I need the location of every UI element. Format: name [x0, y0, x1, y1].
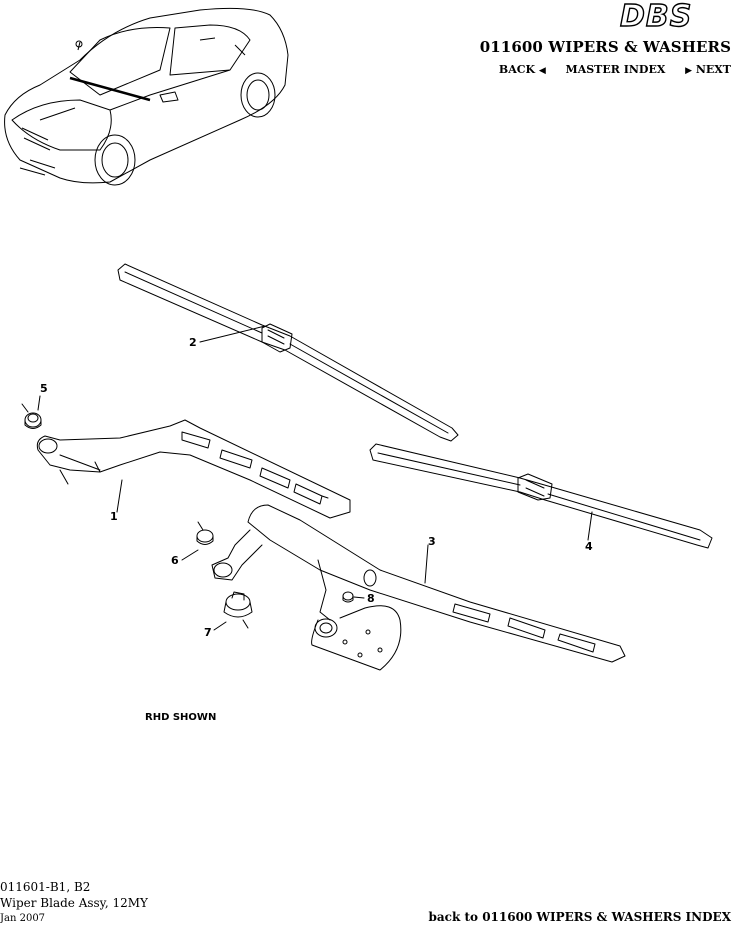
next-arrow-icon: ▶: [685, 66, 692, 76]
callout-3: 3: [428, 535, 436, 548]
leader-lines: [37, 325, 593, 631]
nut-part-5[interactable]: [21, 403, 42, 429]
callout-6: 6: [171, 554, 179, 567]
date-label: Jan 2007: [0, 913, 46, 924]
nut-part-8[interactable]: [342, 591, 354, 603]
part-title: Wiper Blade Assy, 12MY: [0, 896, 148, 910]
next-label: NEXT: [695, 63, 731, 76]
back-arrow-icon: ◀: [538, 66, 546, 76]
callout-8: 8: [367, 592, 375, 605]
callout-1: 1: [110, 510, 118, 523]
cap-part-7[interactable]: [223, 591, 253, 629]
master-index-link[interactable]: MASTER INDEX: [565, 63, 666, 76]
part-code: 011601-B1, B2: [0, 880, 91, 894]
wiper-arm-upper[interactable]: [36, 419, 351, 519]
page-navigation: BACK ◀ MASTER INDEX ▶ NEXT: [499, 63, 731, 76]
rhd-shown-note: RHD SHOWN: [145, 712, 217, 723]
callout-4: 4: [585, 540, 593, 553]
nut-part-6[interactable]: [196, 521, 214, 545]
next-link[interactable]: ▶ NEXT: [685, 63, 731, 76]
callout-5: 5: [40, 382, 48, 395]
callout-2: 2: [189, 336, 197, 349]
callout-7: 7: [204, 626, 212, 639]
wiper-blade-upper[interactable]: [117, 263, 459, 442]
dbs-logo: DBS: [619, 2, 692, 30]
section-title: 011600 WIPERS & WASHERS: [479, 38, 731, 56]
car-illustration: [4, 7, 289, 186]
parts-diagram: 1 2 3 4 5 6 7 8: [21, 263, 713, 671]
back-link[interactable]: BACK ◀: [499, 63, 546, 76]
logo-text: DBS: [620, 2, 692, 30]
wiper-blade-lower[interactable]: [369, 443, 713, 549]
wiper-arm-lower[interactable]: [211, 504, 626, 671]
back-to-index-link[interactable]: back to 011600 WIPERS & WASHERS INDEX: [428, 910, 731, 924]
back-label: BACK: [498, 63, 536, 76]
